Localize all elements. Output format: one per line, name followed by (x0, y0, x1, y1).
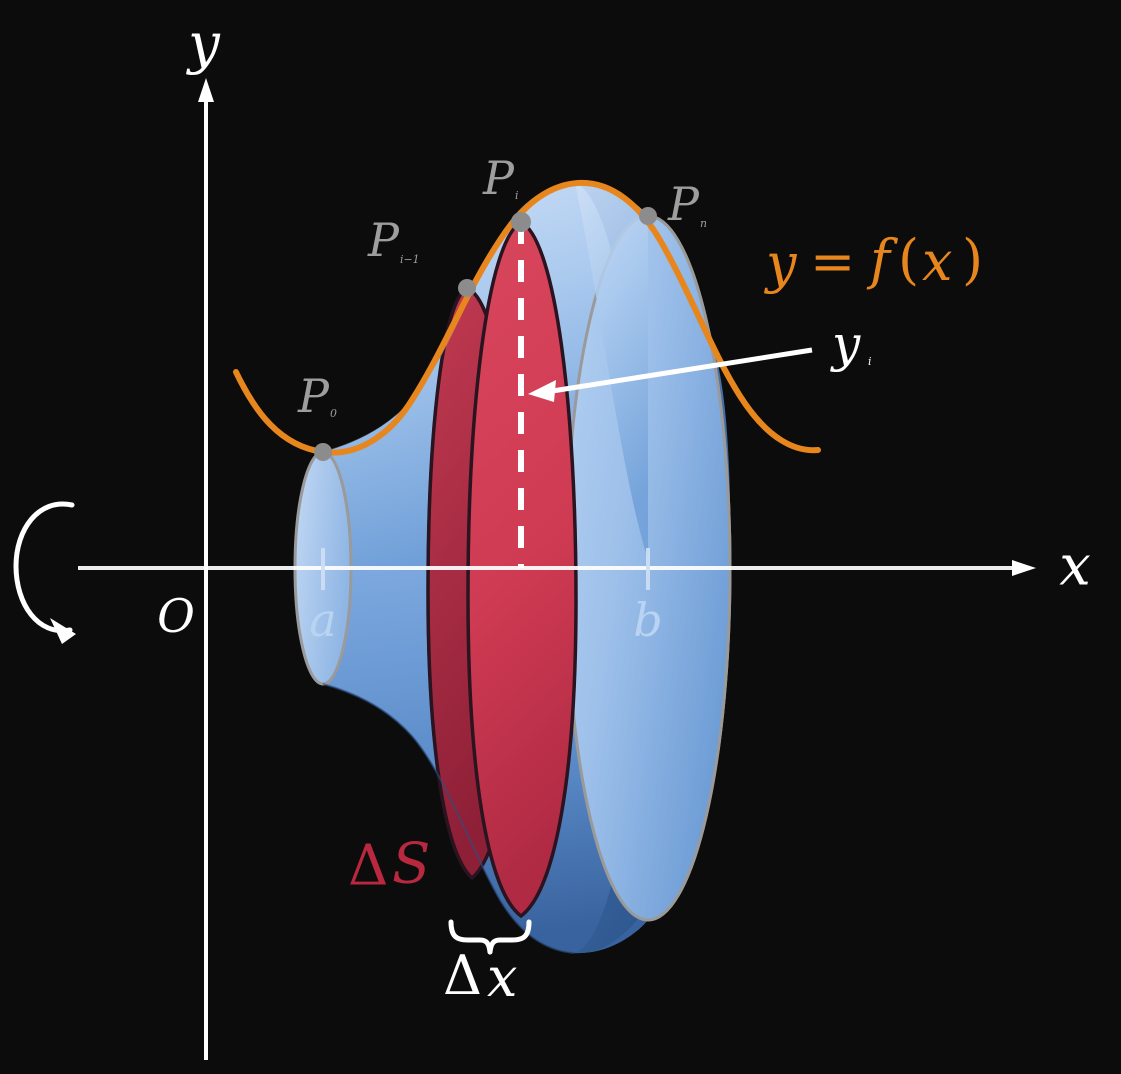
surface-interior-highlight (575, 182, 648, 560)
marker-P0 (314, 443, 332, 461)
curve-label-open-paren: ( (898, 228, 919, 291)
delta-x-label: Δ x (443, 944, 517, 1009)
point-label-Pn-base: P (667, 177, 700, 231)
marker-Pi (511, 212, 531, 232)
curve-equation-label: y = f ( x ) (764, 228, 983, 295)
rotation-arrow-icon (13, 501, 76, 644)
y-axis-label: y (185, 12, 221, 77)
yi-leader-arrow (528, 347, 813, 402)
delta-x-symbol: x (487, 946, 517, 1009)
x-axis-label: x (1059, 534, 1091, 599)
yi-label-base: y (830, 315, 861, 373)
curve-label-eq: = (810, 230, 855, 293)
point-label-Pi-base: P (482, 151, 515, 205)
point-label-Pi-1: P i−1 (367, 213, 420, 267)
point-label-Pi: P i (482, 151, 518, 205)
x-axis-arrowhead (1012, 560, 1036, 576)
delta-s-symbol: S (392, 832, 430, 897)
y-axis-arrowhead (198, 78, 214, 102)
yi-label-sub: i (868, 355, 871, 368)
point-label-P0-base: P (297, 369, 330, 423)
curve-label-close-paren: ) (962, 228, 983, 291)
yi-label: y i (830, 315, 871, 373)
function-curve (233, 179, 821, 456)
yi-arrow-shaft (545, 347, 813, 395)
partition-point-markers (314, 207, 657, 461)
delta-x-delta: Δ (443, 944, 482, 1007)
delta-s-delta: Δ (348, 834, 388, 899)
rotation-arc (13, 501, 75, 634)
tick-label-a: a (309, 593, 336, 647)
point-label-P0: P 0 (297, 369, 337, 423)
point-label-Pi-sub: i (515, 189, 518, 202)
rotation-arrowhead (50, 618, 76, 644)
axes (78, 78, 1036, 1060)
curve-label-x: x (922, 230, 952, 293)
curve-label-y: y (764, 232, 798, 295)
marker-Pi-1 (458, 279, 476, 297)
marker-Pn (639, 207, 657, 225)
origin-label: O (157, 589, 195, 643)
point-label-P0-sub: 0 (330, 407, 337, 420)
point-label-Pi-1-sub: i−1 (400, 253, 420, 266)
delta-s-label: Δ S (348, 832, 430, 899)
point-label-Pi-1-base: P (367, 213, 400, 267)
delta-x-underbrace (448, 919, 532, 955)
curve-label-f: f (866, 228, 898, 291)
point-label-Pn-sub: n (700, 217, 707, 230)
tick-label-b: b (633, 593, 662, 647)
point-label-Pn: P n (667, 177, 707, 231)
yi-arrow-head (528, 380, 556, 402)
